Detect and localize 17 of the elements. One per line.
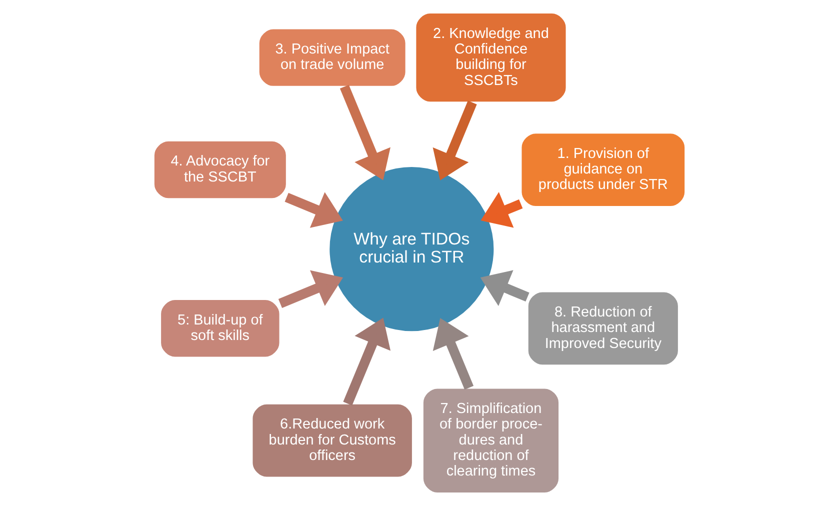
- arrow: [343, 318, 391, 406]
- arrow: [340, 84, 390, 180]
- node-box: 6.Reduced work burden for Customs officers: [252, 403, 414, 478]
- arrow: [278, 270, 344, 308]
- node-box: 3. Positive Impact on trade volume: [258, 28, 407, 88]
- arrow: [284, 192, 343, 228]
- arrow: [432, 318, 474, 390]
- node-box: 1. Provision of guidance on products under STR: [520, 132, 686, 208]
- arrow: [480, 270, 530, 306]
- node-box: 4. Advocacy for the SSCBT: [153, 140, 288, 200]
- node-box: 5: Build-up of soft skills: [160, 298, 280, 358]
- arrow: [432, 100, 477, 180]
- node-box: 7. Simplification of border proce- dures and reduction of clearing times: [422, 388, 560, 494]
- node-box: 2. Knowledge and Confidence building for SSCBTs: [414, 12, 567, 103]
- node-circle: Why are TIDOs crucial in STR: [328, 166, 495, 332]
- arrow: [480, 192, 523, 228]
- node-box: 8. Reduction of harassment and Improved Security: [527, 291, 680, 366]
